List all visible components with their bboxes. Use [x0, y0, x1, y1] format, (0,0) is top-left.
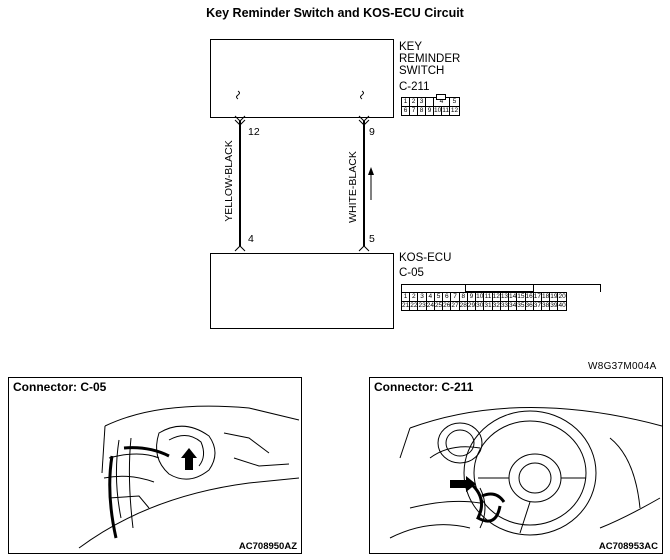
right-wire-bottom-chevron — [358, 245, 370, 252]
wire-color-white-black: WHITE-BLACK — [347, 151, 359, 223]
c05-pin: 21 — [400, 301, 411, 311]
c05-pin: 8 — [458, 292, 468, 302]
c05-pin: 30 — [475, 301, 485, 311]
c05-pin: 13 — [499, 292, 510, 302]
c05-pin: 16 — [524, 292, 534, 302]
panel-code-c05: AC708950AZ — [238, 541, 297, 552]
c05-pin: 5 — [433, 292, 444, 302]
c05-pin: 28 — [458, 301, 468, 311]
c05-pin: 23 — [417, 301, 427, 311]
c05-pin: 10 — [475, 292, 485, 302]
c211-location-arrow — [450, 476, 476, 492]
c05-pin: 12 — [491, 292, 501, 302]
wire-pin-9: 9 — [369, 126, 375, 138]
c05-pin: 25 — [433, 301, 444, 311]
c211-pin: 12 — [448, 106, 460, 116]
signal-arrow-head — [368, 167, 374, 175]
diagram-title: Key Reminder Switch and KOS-ECU Circuit — [206, 6, 464, 20]
c05-pin: 11 — [483, 292, 493, 302]
c05-pin: 2 — [409, 292, 419, 302]
c05-pin: 17 — [532, 292, 542, 302]
c05-pin: 14 — [508, 292, 518, 302]
c05-pin: 1 — [400, 292, 411, 302]
c05-pin: 27 — [450, 301, 460, 311]
c05-pin: 6 — [442, 292, 452, 302]
c211-lock-tab — [436, 94, 446, 100]
c05-pin: 3 — [417, 292, 427, 302]
connector-c211-panel: Connector: C-211 AC708953AC — [369, 377, 663, 554]
c05-pin: 9 — [466, 292, 477, 302]
dashboard-underside-illustration — [78, 405, 300, 549]
c05-pin: 38 — [540, 301, 551, 311]
kos-ecu-box — [210, 253, 394, 329]
left-wire-top-break — [236, 90, 240, 100]
c05-pin: 34 — [508, 301, 518, 311]
wire-pin-12: 12 — [248, 126, 260, 138]
right-wire-top-break — [360, 90, 364, 100]
c05-pin: 39 — [549, 301, 559, 311]
c05-pin: 26 — [442, 301, 452, 311]
switch-label-line-1: KEY — [399, 41, 423, 53]
c05-pin: 22 — [409, 301, 419, 311]
steering-column-illustration — [389, 407, 662, 539]
switch-label-line-3: SWITCH — [399, 65, 445, 77]
wire-pin-4: 4 — [248, 233, 254, 245]
left-wire-bottom-chevron — [234, 245, 246, 252]
c05-pin: 7 — [450, 292, 460, 302]
switch-label-line-2: REMINDER — [399, 53, 461, 65]
c05-pin: 18 — [540, 292, 551, 302]
panel-title-c05: Connector: C-05 — [13, 380, 107, 394]
c05-pin: 32 — [491, 301, 501, 311]
diagram-code: W8G37M004A — [588, 361, 657, 372]
c05-pin: 24 — [425, 301, 435, 311]
c05-pin: 37 — [532, 301, 542, 311]
c05-pin: 31 — [483, 301, 493, 311]
panel-code-c211: AC708953AC — [598, 541, 658, 552]
panel-title-c211: Connector: C-211 — [374, 380, 474, 394]
c05-pin: 35 — [516, 301, 526, 311]
c05-pin: 40 — [557, 301, 567, 311]
c05-pin: 15 — [516, 292, 526, 302]
c211-connector-face: 1 2 3 4 5 6 7 8 9 10 11 12 — [401, 94, 460, 116]
key-reminder-switch-box — [210, 39, 394, 118]
c05-pin: 19 — [549, 292, 559, 302]
c05-pin: 20 — [557, 292, 567, 302]
ecu-connector-label: C-05 — [399, 267, 424, 279]
wire-color-yellow-black: YELLOW-BLACK — [223, 140, 235, 222]
wire-drawing — [234, 90, 374, 268]
connector-c05-panel: Connector: C-05 AC708950AZ — [8, 377, 302, 554]
c05-pin: 36 — [524, 301, 534, 311]
c05-pin: 29 — [466, 301, 477, 311]
wire-pin-5: 5 — [369, 233, 375, 245]
c05-pin: 33 — [499, 301, 510, 311]
ecu-label: KOS-ECU — [399, 252, 452, 264]
c211-pin: 10 — [432, 106, 443, 116]
c05-pin: 4 — [425, 292, 435, 302]
c05-location-arrow — [181, 448, 197, 470]
switch-connector-label: C-211 — [399, 81, 430, 93]
c05-lock-tab — [465, 284, 534, 292]
